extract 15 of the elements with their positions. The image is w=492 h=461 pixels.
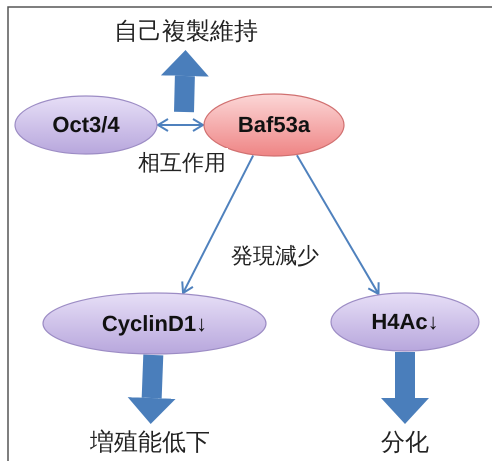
ellipse-node [42,292,267,355]
block-arrow [160,50,209,112]
block-arrow [128,354,176,424]
outcome-text: 増殖能低下 [78,424,222,460]
arrow [181,155,254,294]
node-label: CyclinD1↓ [102,310,208,336]
outcome-text: 自己複製維持 [103,12,269,50]
node-label: Baf53a [238,112,310,138]
block-arrow [381,352,429,424]
node-label: H4Ac↓ [371,309,439,335]
node-label: Oct3/4 [52,112,120,138]
arrow [296,154,380,295]
outcome-text: 分化 [372,424,438,460]
arrow [157,118,204,132]
ellipse-node [330,292,480,352]
